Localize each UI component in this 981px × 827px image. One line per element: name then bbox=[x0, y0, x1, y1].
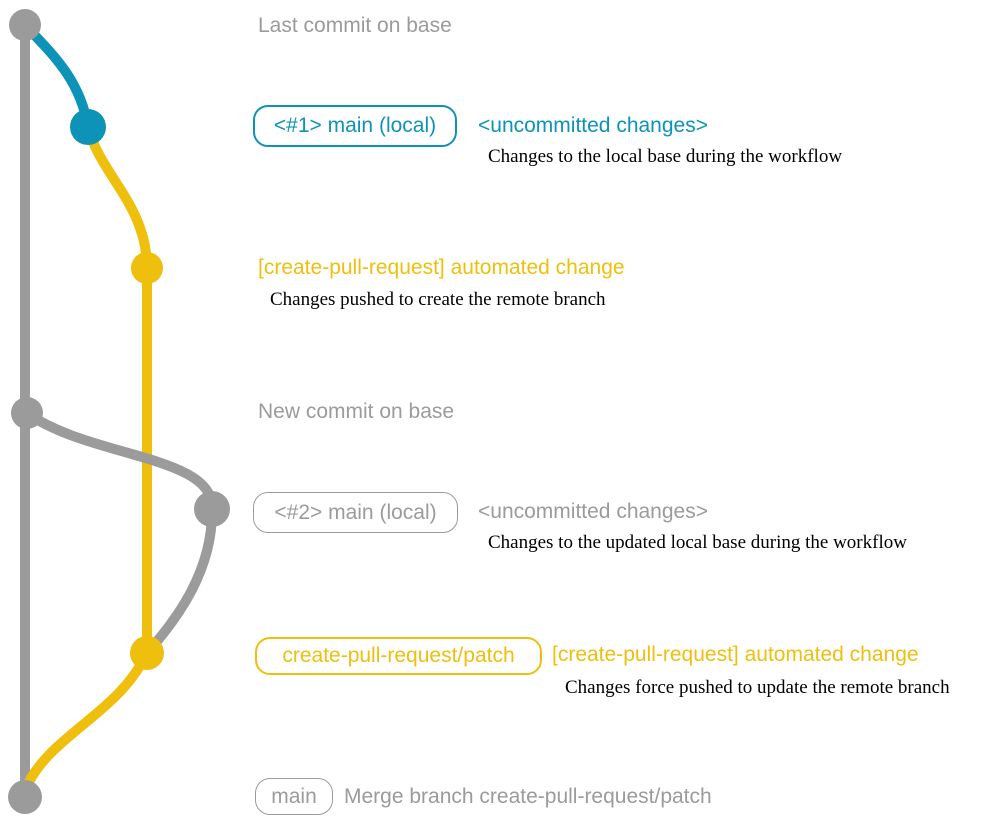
branch-pill-main-local-1: <#1> main (local) bbox=[253, 105, 457, 147]
yellow-merge-edge bbox=[20, 648, 152, 795]
yellow-branch-edge bbox=[83, 122, 152, 273]
gray-update-edge bbox=[22, 408, 218, 514]
branch-pill-create-pull-request-patch: create-pull-request/patch bbox=[255, 637, 542, 675]
gray-rebase-edge bbox=[142, 504, 218, 658]
node-merge-commit bbox=[8, 780, 42, 814]
node-automated-change-2 bbox=[130, 636, 164, 670]
branch-pill-main-local-2: <#2> main (local) bbox=[253, 492, 458, 533]
last-commit-label: Last commit on base bbox=[258, 14, 452, 37]
branch-pill-main: main bbox=[255, 778, 333, 815]
commit-description-3: Changes to the updated local base during… bbox=[488, 532, 907, 553]
commit-description-4: Changes force pushed to update the remot… bbox=[565, 677, 950, 698]
commit-description-1: Changes to the local base during the wor… bbox=[488, 146, 843, 167]
commit-message-uncommitted-2: <uncommitted changes> bbox=[478, 500, 708, 523]
node-last-commit-on-base bbox=[9, 9, 41, 41]
commit-message-automated-2: [create-pull-request] automated change bbox=[552, 643, 919, 666]
commit-graph bbox=[8, 9, 230, 814]
commit-message-merge: Merge branch create-pull-request/patch bbox=[344, 785, 712, 808]
commit-message-uncommitted-1: <uncommitted changes> bbox=[478, 114, 708, 137]
commit-description-2: Changes pushed to create the remote bran… bbox=[270, 289, 606, 310]
node-new-commit-on-base bbox=[11, 397, 43, 429]
node-main-local-1 bbox=[70, 109, 106, 145]
commit-message-automated-1: [create-pull-request] automated change bbox=[258, 256, 625, 279]
node-main-local-2 bbox=[194, 491, 230, 527]
node-automated-change-1 bbox=[131, 252, 163, 284]
new-commit-label: New commit on base bbox=[258, 400, 455, 423]
